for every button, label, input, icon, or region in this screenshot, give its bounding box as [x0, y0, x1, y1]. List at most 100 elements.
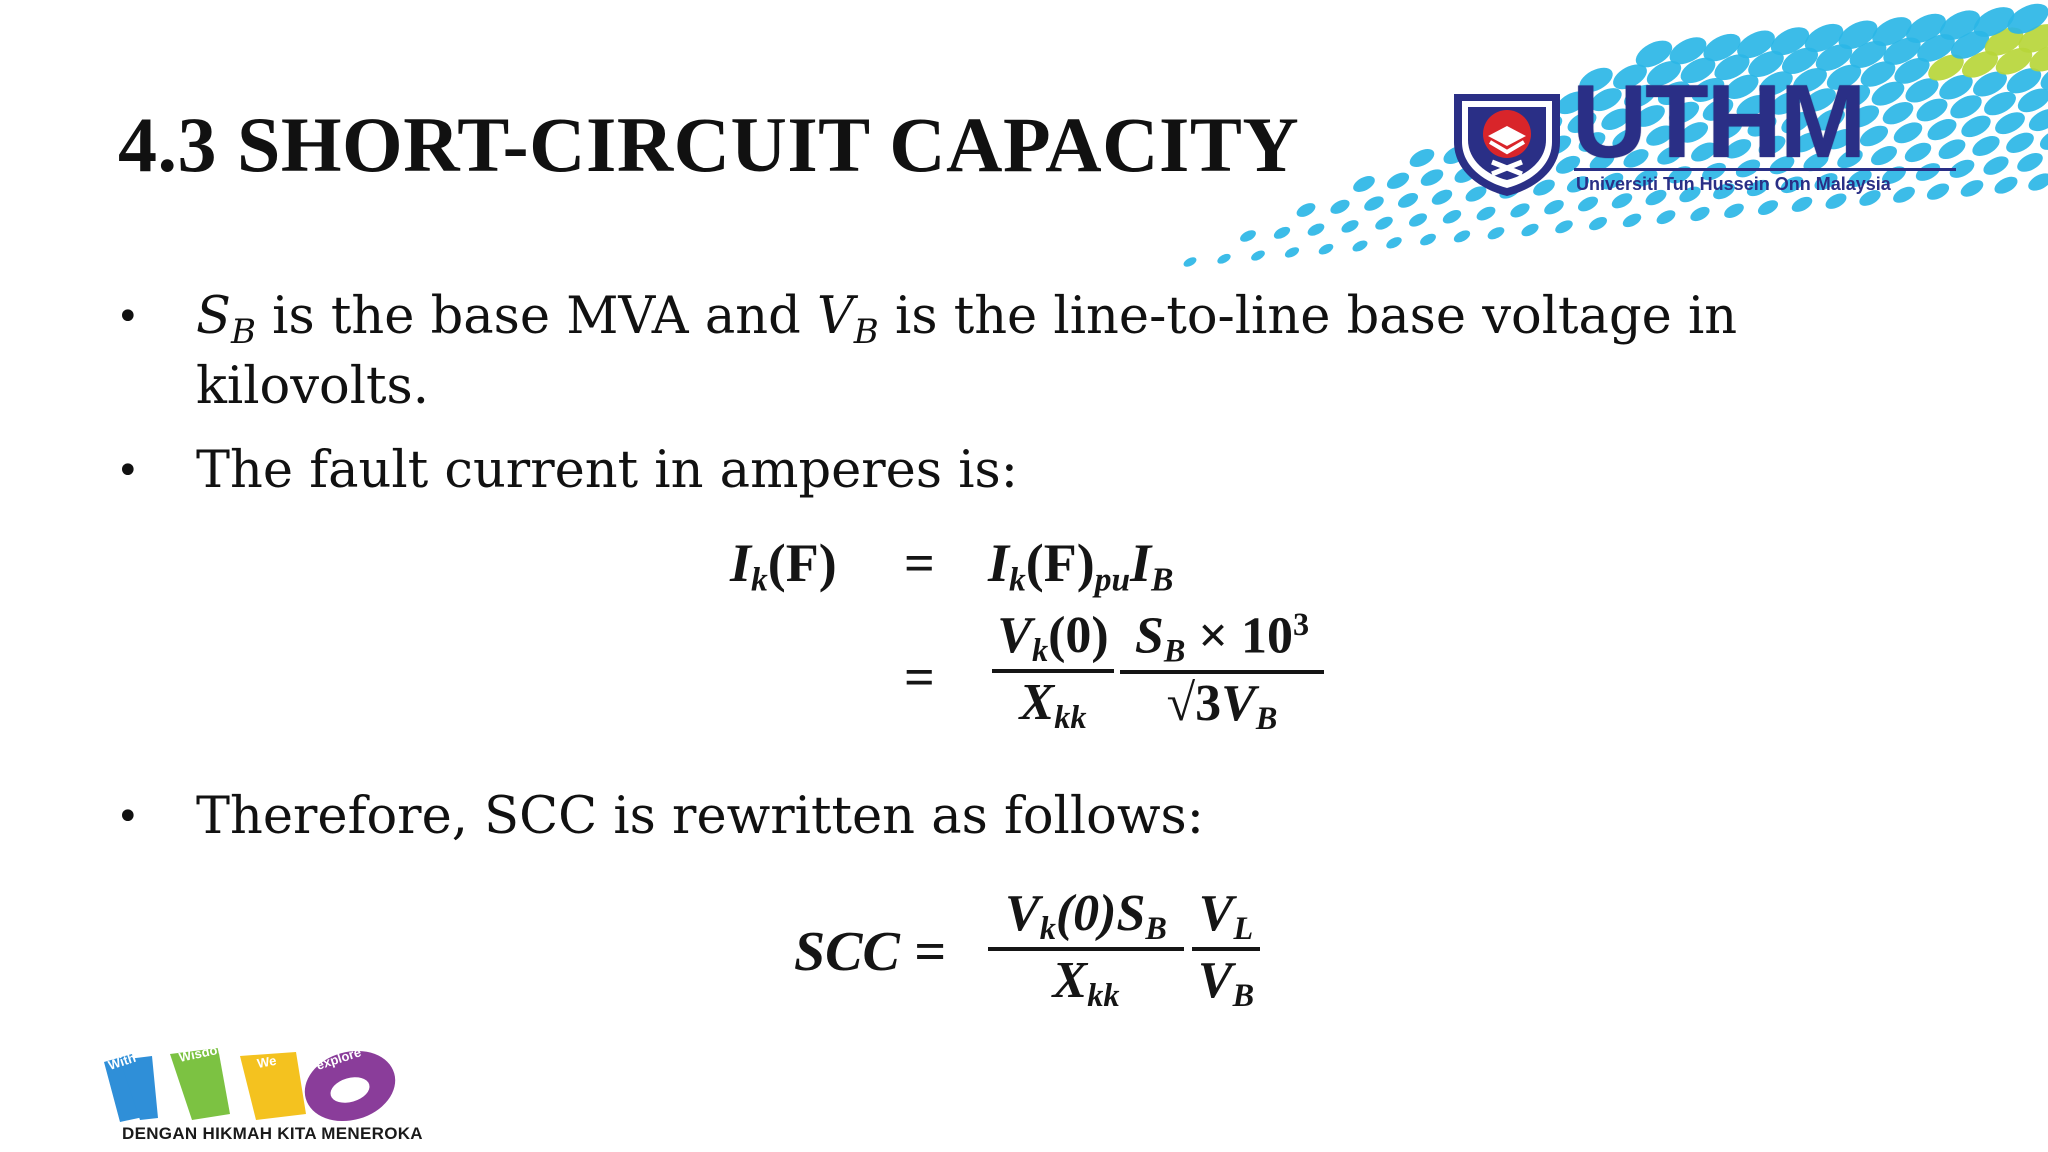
swoosh-dot [1804, 23, 1844, 53]
eq1-lhs: Ik(F) [730, 533, 837, 599]
eq1-fraction-voltage-reactance: Vk(0) Xkk [992, 606, 1114, 736]
swoosh-dot [2018, 24, 2048, 53]
swoosh-dot [1453, 230, 1471, 243]
swoosh-dot [2040, 64, 2048, 91]
swoosh-dot [1973, 71, 2007, 97]
swoosh-dot [1318, 243, 1334, 255]
swoosh-dot [2006, 132, 2034, 153]
swoosh-dot [1995, 47, 2033, 75]
eq2-fraction-main: Vk(0)SB Xkk [988, 884, 1184, 1014]
swoosh-dot [1838, 20, 1878, 50]
swoosh-dot [1928, 54, 1964, 81]
swoosh-dot [1375, 216, 1393, 230]
wwwe-tagline: DENGAN HIKMAH KITA MENEROKA [122, 1124, 423, 1143]
swoosh-dot [1939, 10, 1981, 40]
swoosh-dot [1442, 210, 1462, 224]
swoosh-dot [1917, 34, 1955, 62]
swoosh-dot [1487, 227, 1505, 240]
swoosh-dot [1883, 37, 1921, 65]
swoosh-dot [1330, 199, 1350, 214]
swoosh-dot [1352, 240, 1368, 252]
swoosh-dot [1296, 203, 1316, 217]
eq1-frac1-numerator: Vk(0) [997, 607, 1109, 669]
swoosh-dot [2006, 68, 2042, 94]
swoosh-dot [1386, 172, 1410, 189]
swoosh-dot [1972, 135, 2000, 157]
bullet-text: The fault current in amperes is: [196, 441, 1018, 500]
swoosh-dot [1961, 115, 1991, 138]
bullet-dot: • [116, 294, 140, 340]
swoosh-dot [1397, 193, 1419, 208]
swoosh-dot [2028, 173, 2048, 191]
uthm-logo: UTHM Universiti Tun Hussein Onn Malaysia [1450, 70, 1960, 196]
swoosh-dot [1409, 213, 1427, 227]
swoosh-dot [1791, 196, 1813, 212]
swoosh-dot [1994, 176, 2018, 194]
swoosh-dot [1589, 217, 1607, 231]
bullet-text: SB is the base MVA and VB is the line-to… [196, 287, 1738, 416]
swoosh-dot [1555, 220, 1573, 234]
bullet-dot: • [116, 448, 140, 494]
swoosh-dot [1703, 33, 1741, 62]
uthm-subtitle: Universiti Tun Hussein Onn Malaysia [1576, 174, 1891, 194]
swoosh-dot [1409, 148, 1435, 168]
swoosh-dot [1960, 180, 1984, 197]
uthm-underline [1574, 168, 1956, 171]
swoosh-dot [1476, 206, 1496, 221]
uthm-wordmark: UTHM [1572, 64, 1866, 180]
swoosh-dot [1995, 112, 2025, 135]
eq2-lhs: SCC = [794, 921, 946, 983]
swoosh-dot [1906, 13, 1946, 44]
swoosh-dot [1364, 196, 1384, 211]
eq1-fraction-base: SB × 103 √3VB [1120, 606, 1324, 737]
swoosh-dot [1240, 230, 1256, 242]
eq2-frac2-numerator: VL [1198, 885, 1254, 947]
swoosh-dot [1510, 203, 1530, 218]
swoosh-dot [1770, 27, 1810, 56]
swoosh-dot [2028, 108, 2048, 132]
eq2-frac1-bar [988, 947, 1184, 952]
swoosh-dot [1984, 27, 2024, 56]
eq1-rhs-pu: Ik(F)puIB [988, 533, 1174, 599]
swoosh-dot [2039, 129, 2048, 150]
eq1-frac2-bar [1120, 669, 1324, 674]
swoosh-dot [1757, 200, 1779, 215]
swoosh-dot [1973, 7, 2015, 37]
bullet-dot: • [116, 794, 140, 840]
eq2-frac2-denominator: VB [1197, 952, 1255, 1014]
eq2-frac2-bar [1192, 947, 1260, 952]
swoosh-dot [1622, 213, 1642, 228]
eq1-equals-1: = [904, 533, 935, 593]
swoosh-dot [2007, 3, 2048, 34]
swoosh-dot [1217, 253, 1231, 264]
slide-title: 4.3 SHORT-CIRCUIT CAPACITY [118, 101, 1300, 188]
swoosh-dot [1420, 169, 1444, 186]
swoosh-dot [1386, 237, 1402, 249]
swoosh-dot [1950, 30, 1990, 59]
swoosh-dot [1737, 30, 1775, 59]
wwwe-mark-icon: With Wisdom We explore [104, 1040, 396, 1122]
swoosh-dot [2017, 153, 2043, 172]
swoosh-dot [1894, 57, 1930, 84]
uthm-crest-icon [1454, 94, 1560, 196]
eq2-frac1-denominator: Xkk [1052, 952, 1120, 1014]
swoosh-dot [1872, 17, 1912, 47]
sb-symbol: SB [196, 287, 256, 352]
wwwe-word-we: We [256, 1053, 278, 1071]
swoosh-dot [1341, 220, 1359, 233]
swoosh-dot [1307, 223, 1325, 236]
swoosh-dot [1544, 199, 1564, 215]
swoosh-dot [1961, 51, 1999, 78]
bullet-text: Therefore, SCC is rewritten as follows: [196, 787, 1204, 846]
wwwe-logo: With Wisdom We explore DENGAN HIKMAH KIT… [100, 1040, 423, 1152]
vb-symbol: VB [816, 287, 879, 352]
swoosh-dot [1284, 247, 1300, 258]
eq1-frac1-denominator: Xkk [1019, 674, 1087, 736]
swoosh-dot [1690, 206, 1710, 222]
swoosh-dot [1984, 91, 2016, 116]
eq1-equals-2: = [904, 647, 935, 707]
bullet-text-line2: kilovolts. [196, 357, 429, 416]
swoosh-dot [1420, 233, 1436, 246]
eq1-frac1-bar [992, 669, 1114, 674]
eq2-frac1-numerator: Vk(0)SB [1005, 885, 1167, 947]
